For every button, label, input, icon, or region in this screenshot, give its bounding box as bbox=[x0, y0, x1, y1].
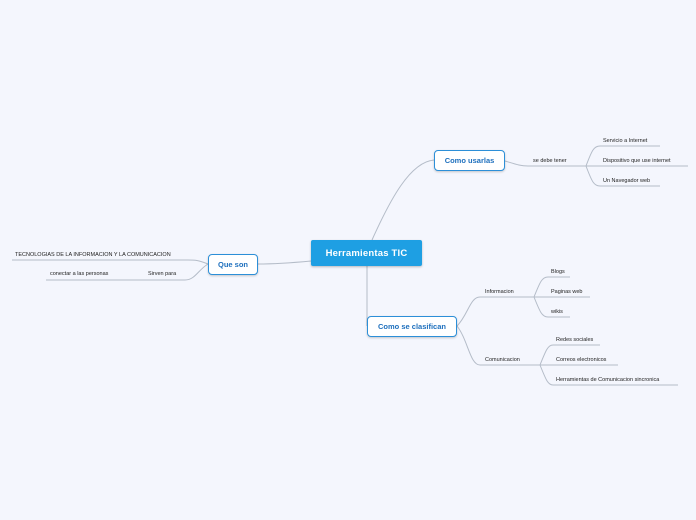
connector-clasifican-informacion bbox=[456, 296, 534, 327]
subtopic-se-debe-tener[interactable]: se debe tener bbox=[533, 158, 567, 164]
branch-como-se-clasifican-label: Como se clasifican bbox=[378, 322, 446, 331]
connector-clasifican-comunicacion bbox=[456, 325, 540, 366]
subtopic-blogs[interactable]: Blogs bbox=[551, 269, 565, 275]
branch-como-se-clasifican[interactable]: Como se clasifican bbox=[367, 316, 457, 337]
connector-comunicacion-herramientas bbox=[539, 364, 678, 386]
connector-se-debe-tener-navegador bbox=[585, 165, 660, 187]
connector-comunicacion-redes bbox=[539, 344, 600, 366]
subtopic-herramientas-sincronica[interactable]: Herramientas de Comunicacion sincronica bbox=[556, 377, 660, 383]
subtopic-tecnologias[interactable]: TECNOLOGIAS DE LA INFORMACION Y LA COMUN… bbox=[15, 252, 171, 258]
subtopic-dispositivo[interactable]: Dispositivo que use internet bbox=[603, 158, 671, 164]
subtopic-comunicacion[interactable]: Comunicacion bbox=[485, 357, 520, 363]
central-topic-label: Herramientas TIC bbox=[325, 247, 408, 259]
branch-que-son-label: Que son bbox=[217, 260, 248, 269]
subtopic-conectar-personas[interactable]: conectar a las personas bbox=[50, 271, 109, 277]
subtopic-correos[interactable]: Correos electronicos bbox=[556, 357, 607, 363]
connector-central-como-usarlas bbox=[371, 159, 435, 241]
subtopic-sirven-para[interactable]: Sirven para bbox=[148, 271, 177, 277]
central-topic[interactable]: Herramientas TIC bbox=[311, 240, 422, 266]
subtopic-wikis[interactable]: wikis bbox=[551, 309, 563, 315]
connector-que-son-tecnologias bbox=[12, 259, 209, 265]
branch-como-usarlas[interactable]: Como usarlas bbox=[434, 150, 505, 171]
subtopic-navegador[interactable]: Un Navegador web bbox=[603, 178, 651, 184]
connector-central-que-son bbox=[257, 260, 312, 265]
branch-como-usarlas-label: Como usarlas bbox=[444, 156, 495, 165]
subtopic-redes-sociales[interactable]: Redes sociales bbox=[556, 337, 594, 343]
connector-que-son-sirven-para bbox=[140, 263, 209, 281]
subtopic-servicio-internet[interactable]: Servicio a Internet bbox=[603, 138, 648, 144]
subtopic-paginas-web[interactable]: Paginas web bbox=[551, 289, 583, 295]
connector-como-usarlas-se-debe-tener bbox=[504, 160, 586, 167]
branch-que-son[interactable]: Que son bbox=[208, 254, 258, 275]
connector-se-debe-tener-servicio bbox=[585, 145, 660, 167]
connector-informacion-wikis bbox=[533, 296, 570, 318]
subtopic-informacion[interactable]: Informacion bbox=[485, 289, 514, 295]
connector-informacion-blogs bbox=[533, 276, 570, 298]
